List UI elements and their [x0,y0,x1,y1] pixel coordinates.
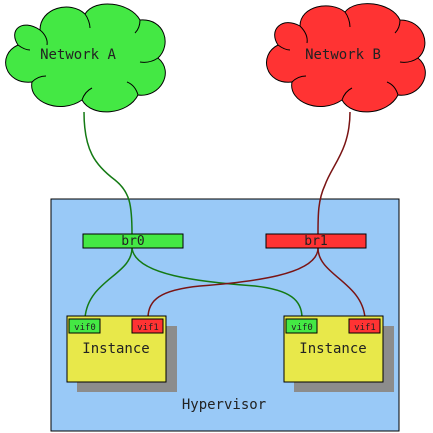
instance-2-vif0-label: vif0 [291,323,313,333]
instance-2-vif0 [285,318,318,334]
wire-br0-vif0-left [84,247,133,319]
wire-network-b-br1 [317,111,351,235]
instance-1-label: Instance [82,341,149,357]
instance-1-vif0 [68,318,101,334]
network-a-label: Network A [40,47,116,63]
bridge-br0 [82,233,184,249]
wire-br1-vif1-right [317,247,366,319]
bridge-br0-label: br0 [121,234,144,249]
wire-network-a-br0 [83,111,133,235]
instance-2-vif1 [348,318,381,334]
hypervisor-label: Hypervisor [182,397,266,413]
network-b-label: Network B [305,47,381,63]
network-b-cloud [266,3,426,113]
network-a-cloud [5,3,166,113]
bridge-br1 [265,233,367,249]
instance-1-vif0-label: vif0 [74,323,96,333]
instance-1-vif1-label: vif1 [137,323,159,333]
instance-2-label: Instance [299,341,366,357]
bridge-br1-label: br1 [304,234,327,249]
instance-2-vif1-label: vif1 [354,323,376,333]
wire-br1-vif1-left [147,247,319,319]
instance-1-vif1 [131,318,164,334]
wire-br0-vif0-right [131,247,303,319]
